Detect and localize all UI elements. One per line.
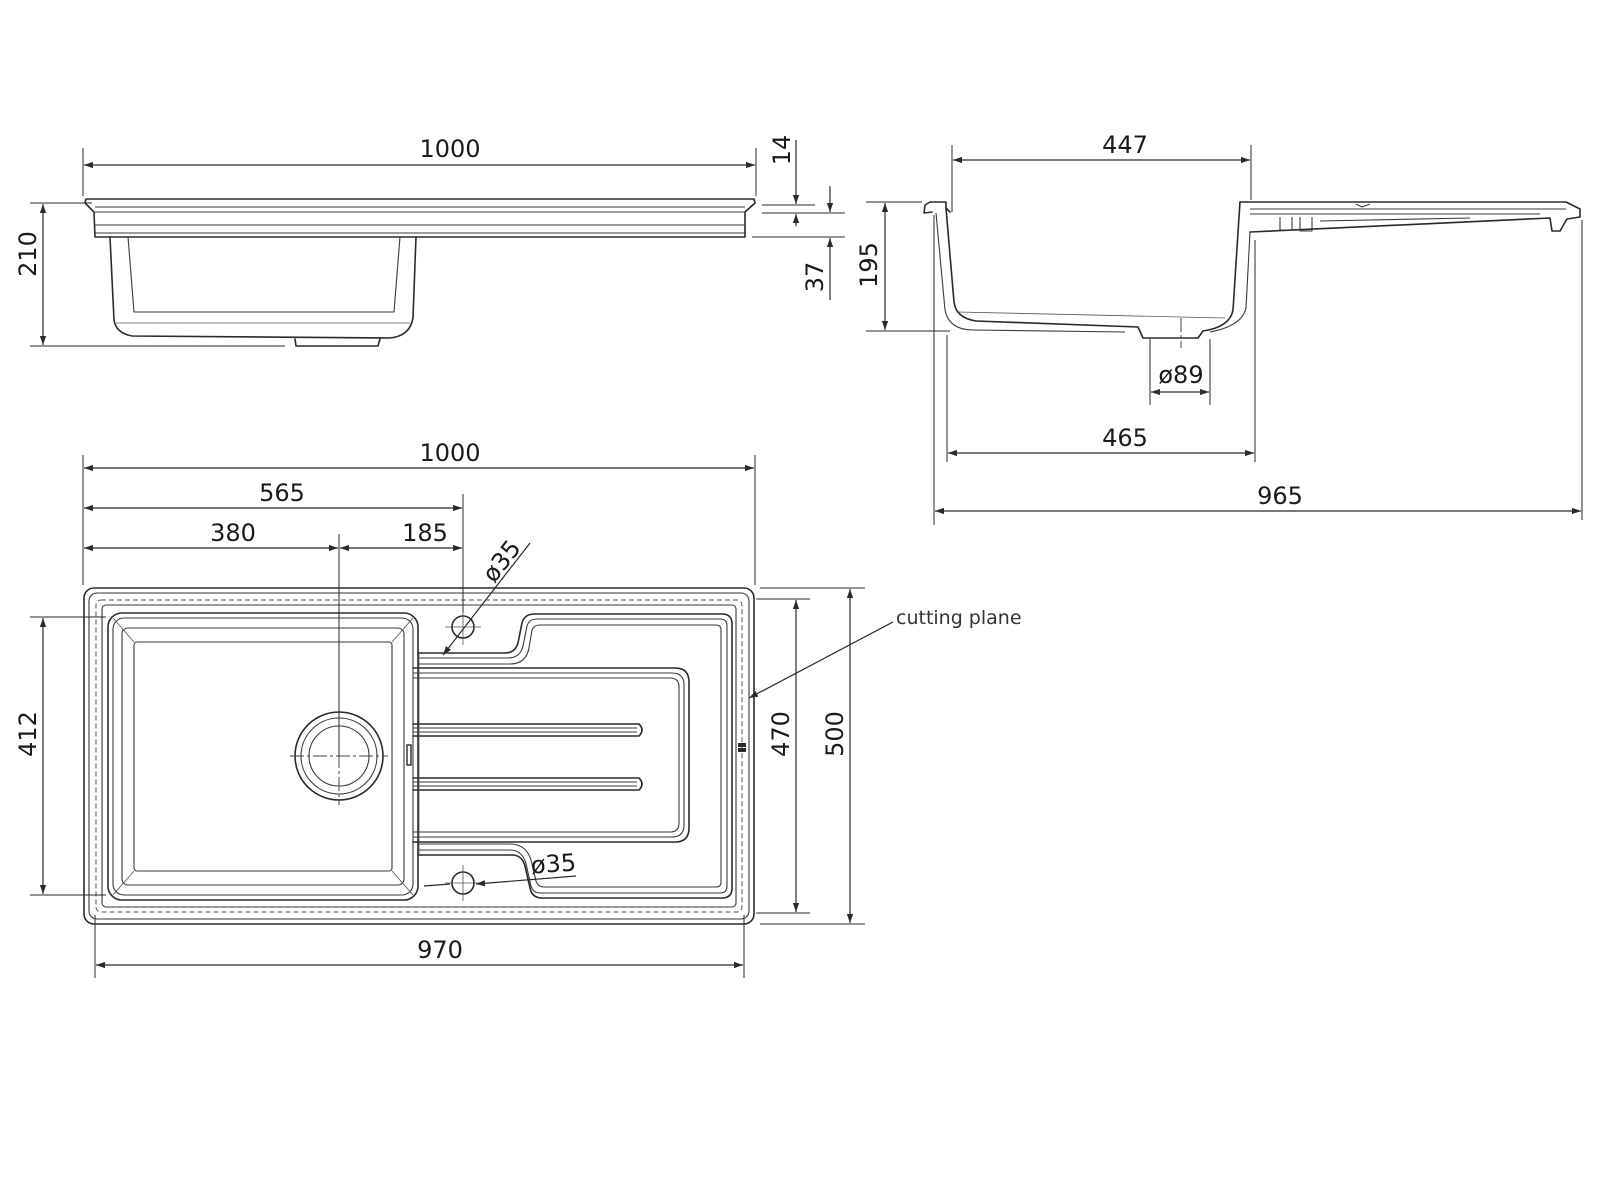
side-height-label: 210 bbox=[14, 231, 42, 277]
end-bowl-width-dimension: 447 bbox=[951, 131, 1252, 212]
drain-offset-dimension: 380 bbox=[84, 519, 340, 756]
end-depth-label: 465 bbox=[1102, 424, 1148, 452]
top-length-label: 1000 bbox=[419, 439, 480, 467]
end-drain-label: ø89 bbox=[1158, 361, 1203, 389]
side-length-label: 1000 bbox=[419, 135, 480, 163]
side-edge-dimension: 37 bbox=[752, 186, 845, 300]
top-length-dimension: 1000 bbox=[82, 439, 756, 585]
tap-hole-top-dimension: ø35 bbox=[442, 535, 531, 656]
cutting-plane-label: cutting plane bbox=[896, 607, 1022, 629]
tap-hole-offset-dimension: 565 bbox=[84, 479, 464, 612]
end-height-label: 195 bbox=[855, 242, 883, 288]
drain-to-tap-label: 185 bbox=[402, 519, 448, 547]
drainer-grooves bbox=[412, 653, 690, 855]
drain-to-tap-dimension: 185 bbox=[340, 519, 462, 552]
tap-hole-top-label: ø35 bbox=[477, 535, 527, 588]
drainer-board bbox=[417, 613, 733, 899]
top-view-outline bbox=[83, 587, 755, 925]
top-view: 1000 565 380 185 ø35 ø35 bbox=[14, 439, 1022, 978]
tap-hole-bottom-dimension: ø35 bbox=[423, 848, 577, 887]
end-drain-dimension: ø89 bbox=[1149, 339, 1211, 405]
tap-hole-bottom-label: ø35 bbox=[530, 848, 577, 879]
cutout-length-dimension: 970 bbox=[94, 915, 745, 978]
side-rim-label: 14 bbox=[768, 135, 796, 166]
cutout-depth-label: 470 bbox=[767, 711, 795, 757]
side-view: 1000 210 14 37 bbox=[14, 135, 845, 347]
sink-bowl bbox=[107, 612, 419, 901]
side-height-dimension: 210 bbox=[14, 202, 285, 347]
end-length-dimension: 965 bbox=[933, 215, 1583, 525]
cutting-plane-callout: cutting plane bbox=[748, 607, 1022, 699]
end-view-sink-profile bbox=[923, 201, 1581, 348]
tap-hole-bottom bbox=[445, 865, 481, 901]
end-height-dimension: 195 bbox=[855, 201, 950, 332]
overflow-marks bbox=[406, 743, 746, 766]
tap-hole-top bbox=[445, 609, 481, 645]
end-length-label: 965 bbox=[1257, 482, 1303, 510]
cutout-length-label: 970 bbox=[417, 936, 463, 964]
drain-offset-label: 380 bbox=[210, 519, 256, 547]
side-length-dimension: 1000 bbox=[82, 135, 757, 196]
tap-hole-offset-label: 565 bbox=[259, 479, 305, 507]
end-view: 447 195 ø89 465 965 bbox=[855, 131, 1583, 525]
bowl-depth-dimension: 412 bbox=[14, 616, 106, 896]
end-depth-dimension: 465 bbox=[946, 240, 1256, 462]
side-rim-dimension: 14 bbox=[762, 135, 815, 226]
bowl-depth-label: 412 bbox=[14, 711, 42, 757]
cutout-depth-dimension: 470 bbox=[756, 598, 810, 914]
side-edge-label: 37 bbox=[801, 262, 829, 293]
end-bowl-width-label: 447 bbox=[1102, 131, 1148, 159]
depth-label: 500 bbox=[821, 711, 849, 757]
side-view-sink-profile bbox=[84, 198, 756, 347]
